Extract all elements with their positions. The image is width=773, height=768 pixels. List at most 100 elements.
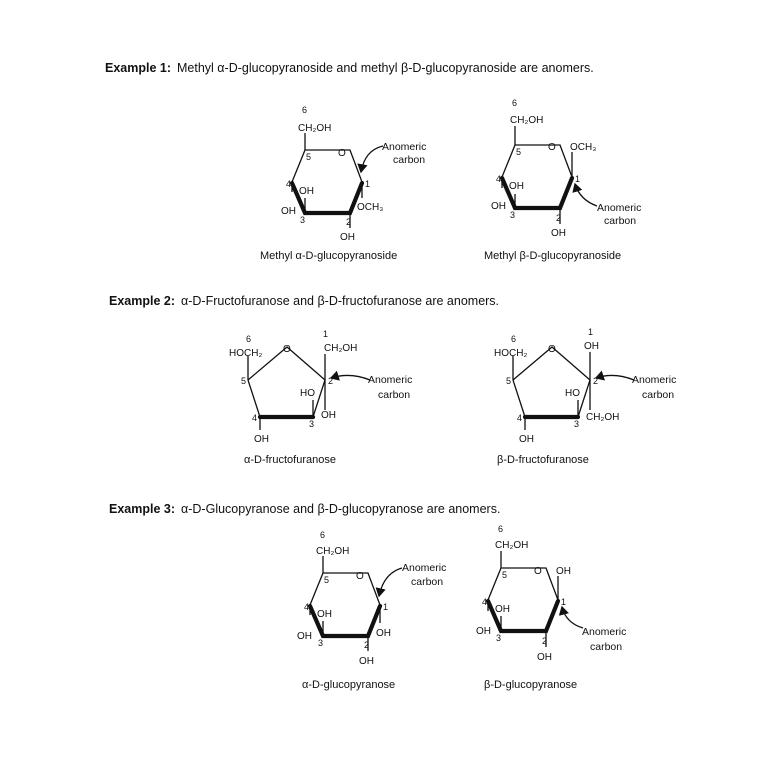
example-2-heading: Example 2: α-D-Fructofuranose and β-D-fru…	[109, 294, 499, 308]
methyl-beta-glucopyranoside-structure: 6 CH₂OH 5 O OCH₃ 4 OH OH 3 2 OH 1 Anomer…	[484, 98, 641, 262]
anomeric-annotation-line1: Anomeric	[368, 374, 412, 386]
example-3-text: α-D-Glucopyranose and β-D-glucopyranose …	[181, 502, 501, 516]
oh-label: OH	[281, 206, 296, 217]
anomeric-annotation-line1: Anomeric	[597, 202, 641, 214]
anomeric-annotation-line2: carbon	[378, 389, 410, 401]
carbon-number-6: 6	[498, 524, 503, 534]
carbon-number-6: 6	[511, 334, 516, 344]
oh-label: OH	[495, 604, 510, 615]
oh-label: OH	[297, 631, 312, 642]
carbon-number-4: 4	[496, 174, 501, 184]
carbon-number-5: 5	[516, 147, 521, 157]
carbon-number-1: 1	[588, 327, 593, 337]
beta-fructofuranose-structure: 6 HOCH₂ O 1 OH 5 2 HO 4 3 CH₂OH OH Anome…	[494, 327, 676, 466]
oh-label: OH	[551, 228, 566, 239]
carbon-number-3: 3	[318, 638, 323, 648]
methyl-alpha-glucopyranoside-structure: 6 CH₂OH 5 O 4 OH OH 3 2 OH 1 OCH₃ Anomer…	[260, 105, 426, 262]
anomeric-arrow	[375, 567, 403, 598]
oh-label: OH	[476, 626, 491, 637]
carbon-number-2: 2	[556, 213, 561, 223]
anomeric-arrow	[558, 605, 584, 629]
anomeric-annotation-line2: carbon	[604, 215, 636, 227]
beta-glucopyranose-caption: β-D-glucopyranose	[484, 679, 577, 691]
carbon-number-5: 5	[241, 376, 246, 386]
carbon-number-4: 4	[304, 602, 309, 612]
ring-oxygen-label: O	[548, 344, 556, 355]
ring-oxygen-label: O	[356, 571, 364, 582]
anomeric-annotation-line1: Anomeric	[382, 141, 426, 153]
carbon-number-4: 4	[252, 413, 257, 423]
oh-label: OH	[317, 609, 332, 620]
anomeric-annotation-line2: carbon	[393, 154, 425, 166]
carbon-number-1: 1	[383, 602, 388, 612]
anomeric-arrow	[594, 370, 635, 381]
example-1-label: Example 1:	[105, 61, 172, 75]
och3-label: OCH₃	[570, 142, 596, 153]
oh-label: OH	[491, 201, 506, 212]
carbon-number-6: 6	[320, 530, 325, 540]
carbon-number-5: 5	[506, 376, 511, 386]
carbon-number-2: 2	[328, 376, 333, 386]
methyl-alpha-caption: Methyl α-D-glucopyranoside	[260, 250, 397, 262]
anomeric-annotation-line1: Anomeric	[632, 374, 676, 386]
carbon-number-4: 4	[286, 179, 291, 189]
oh-label: OH	[254, 434, 269, 445]
oh-label: OH	[321, 410, 336, 421]
example-1-heading: Example 1: Methyl α-D-glucopyranoside and…	[105, 61, 594, 75]
example-3-label: Example 3:	[109, 502, 176, 516]
example-3-heading: Example 3: α-D-Glucopyranose and β-D-gluc…	[109, 502, 500, 516]
ch2oh-label: CH₂OH	[586, 412, 619, 423]
carbon-number-6: 6	[302, 105, 307, 115]
methyl-beta-caption: Methyl β-D-glucopyranoside	[484, 250, 621, 262]
hoch2-label: HOCH₂	[494, 348, 527, 359]
carbon-number-3: 3	[300, 215, 305, 225]
example-2-text: α-D-Fructofuranose and β-D-fructofuranos…	[181, 294, 500, 308]
ch2oh-label: CH₂OH	[298, 123, 331, 134]
carbon-number-1: 1	[323, 329, 328, 339]
carbon-number-5: 5	[306, 152, 311, 162]
anomeric-annotation-line1: Anomeric	[582, 626, 626, 638]
oh-label: OH	[519, 434, 534, 445]
anomeric-annotation-line2: carbon	[642, 389, 674, 401]
carbon-number-1: 1	[561, 597, 566, 607]
oh-label: OH	[509, 181, 524, 192]
ch2oh-label: CH₂OH	[324, 343, 357, 354]
carbon-number-4: 4	[517, 413, 522, 423]
example-1-text: Methyl α-D-glucopyranoside and methyl β-…	[177, 61, 594, 75]
oh-label: OH	[584, 341, 599, 352]
ho-label: HO	[565, 388, 580, 399]
ring-oxygen-label: O	[534, 566, 542, 577]
oh-label: OH	[376, 628, 391, 639]
anomeric-annotation-line2: carbon	[590, 641, 622, 653]
carbon-number-3: 3	[309, 419, 314, 429]
example-2-label: Example 2:	[109, 294, 176, 308]
oh-label: OH	[299, 186, 314, 197]
carbon-number-2: 2	[346, 217, 351, 227]
ch2oh-label: CH₂OH	[316, 546, 349, 557]
carbon-number-5: 5	[502, 570, 507, 580]
och3-label: OCH₃	[357, 202, 383, 213]
carbon-number-4: 4	[482, 597, 487, 607]
carbon-number-2: 2	[593, 376, 598, 386]
beta-glucopyranose-structure: 6 CH₂OH 5 O OH 4 OH OH 3 2 OH 1 Anomeric…	[476, 524, 626, 691]
alpha-glucopyranose-structure: 6 CH₂OH 5 O 4 OH OH 3 2 OH 1 OH Anomeric…	[297, 530, 446, 691]
beta-fructofuranose-caption: β-D-fructofuranose	[497, 454, 589, 466]
alpha-glucopyranose-caption: α-D-glucopyranose	[302, 679, 395, 691]
anomeric-arrow	[357, 145, 384, 174]
carbon-number-2: 2	[542, 636, 547, 646]
anomeric-annotation-line2: carbon	[411, 576, 443, 588]
carbon-number-3: 3	[574, 419, 579, 429]
ch2oh-label: CH₂OH	[495, 540, 528, 551]
anomeric-annotation-line1: Anomeric	[402, 562, 446, 574]
oh-label: OH	[556, 566, 571, 577]
alpha-fructofuranose-structure: 6 HOCH₂ O 1 CH₂OH 5 2 HO 4 3 OH OH Anome…	[229, 329, 412, 466]
ch2oh-label: CH₂OH	[510, 115, 543, 126]
ho-label: HO	[300, 388, 315, 399]
ring-oxygen-label: O	[338, 148, 346, 159]
anomeric-arrow	[572, 182, 598, 207]
carbon-number-6: 6	[512, 98, 517, 108]
carbon-number-3: 3	[496, 633, 501, 643]
hoch2-label: HOCH₂	[229, 348, 262, 359]
alpha-fructofuranose-caption: α-D-fructofuranose	[244, 454, 336, 466]
